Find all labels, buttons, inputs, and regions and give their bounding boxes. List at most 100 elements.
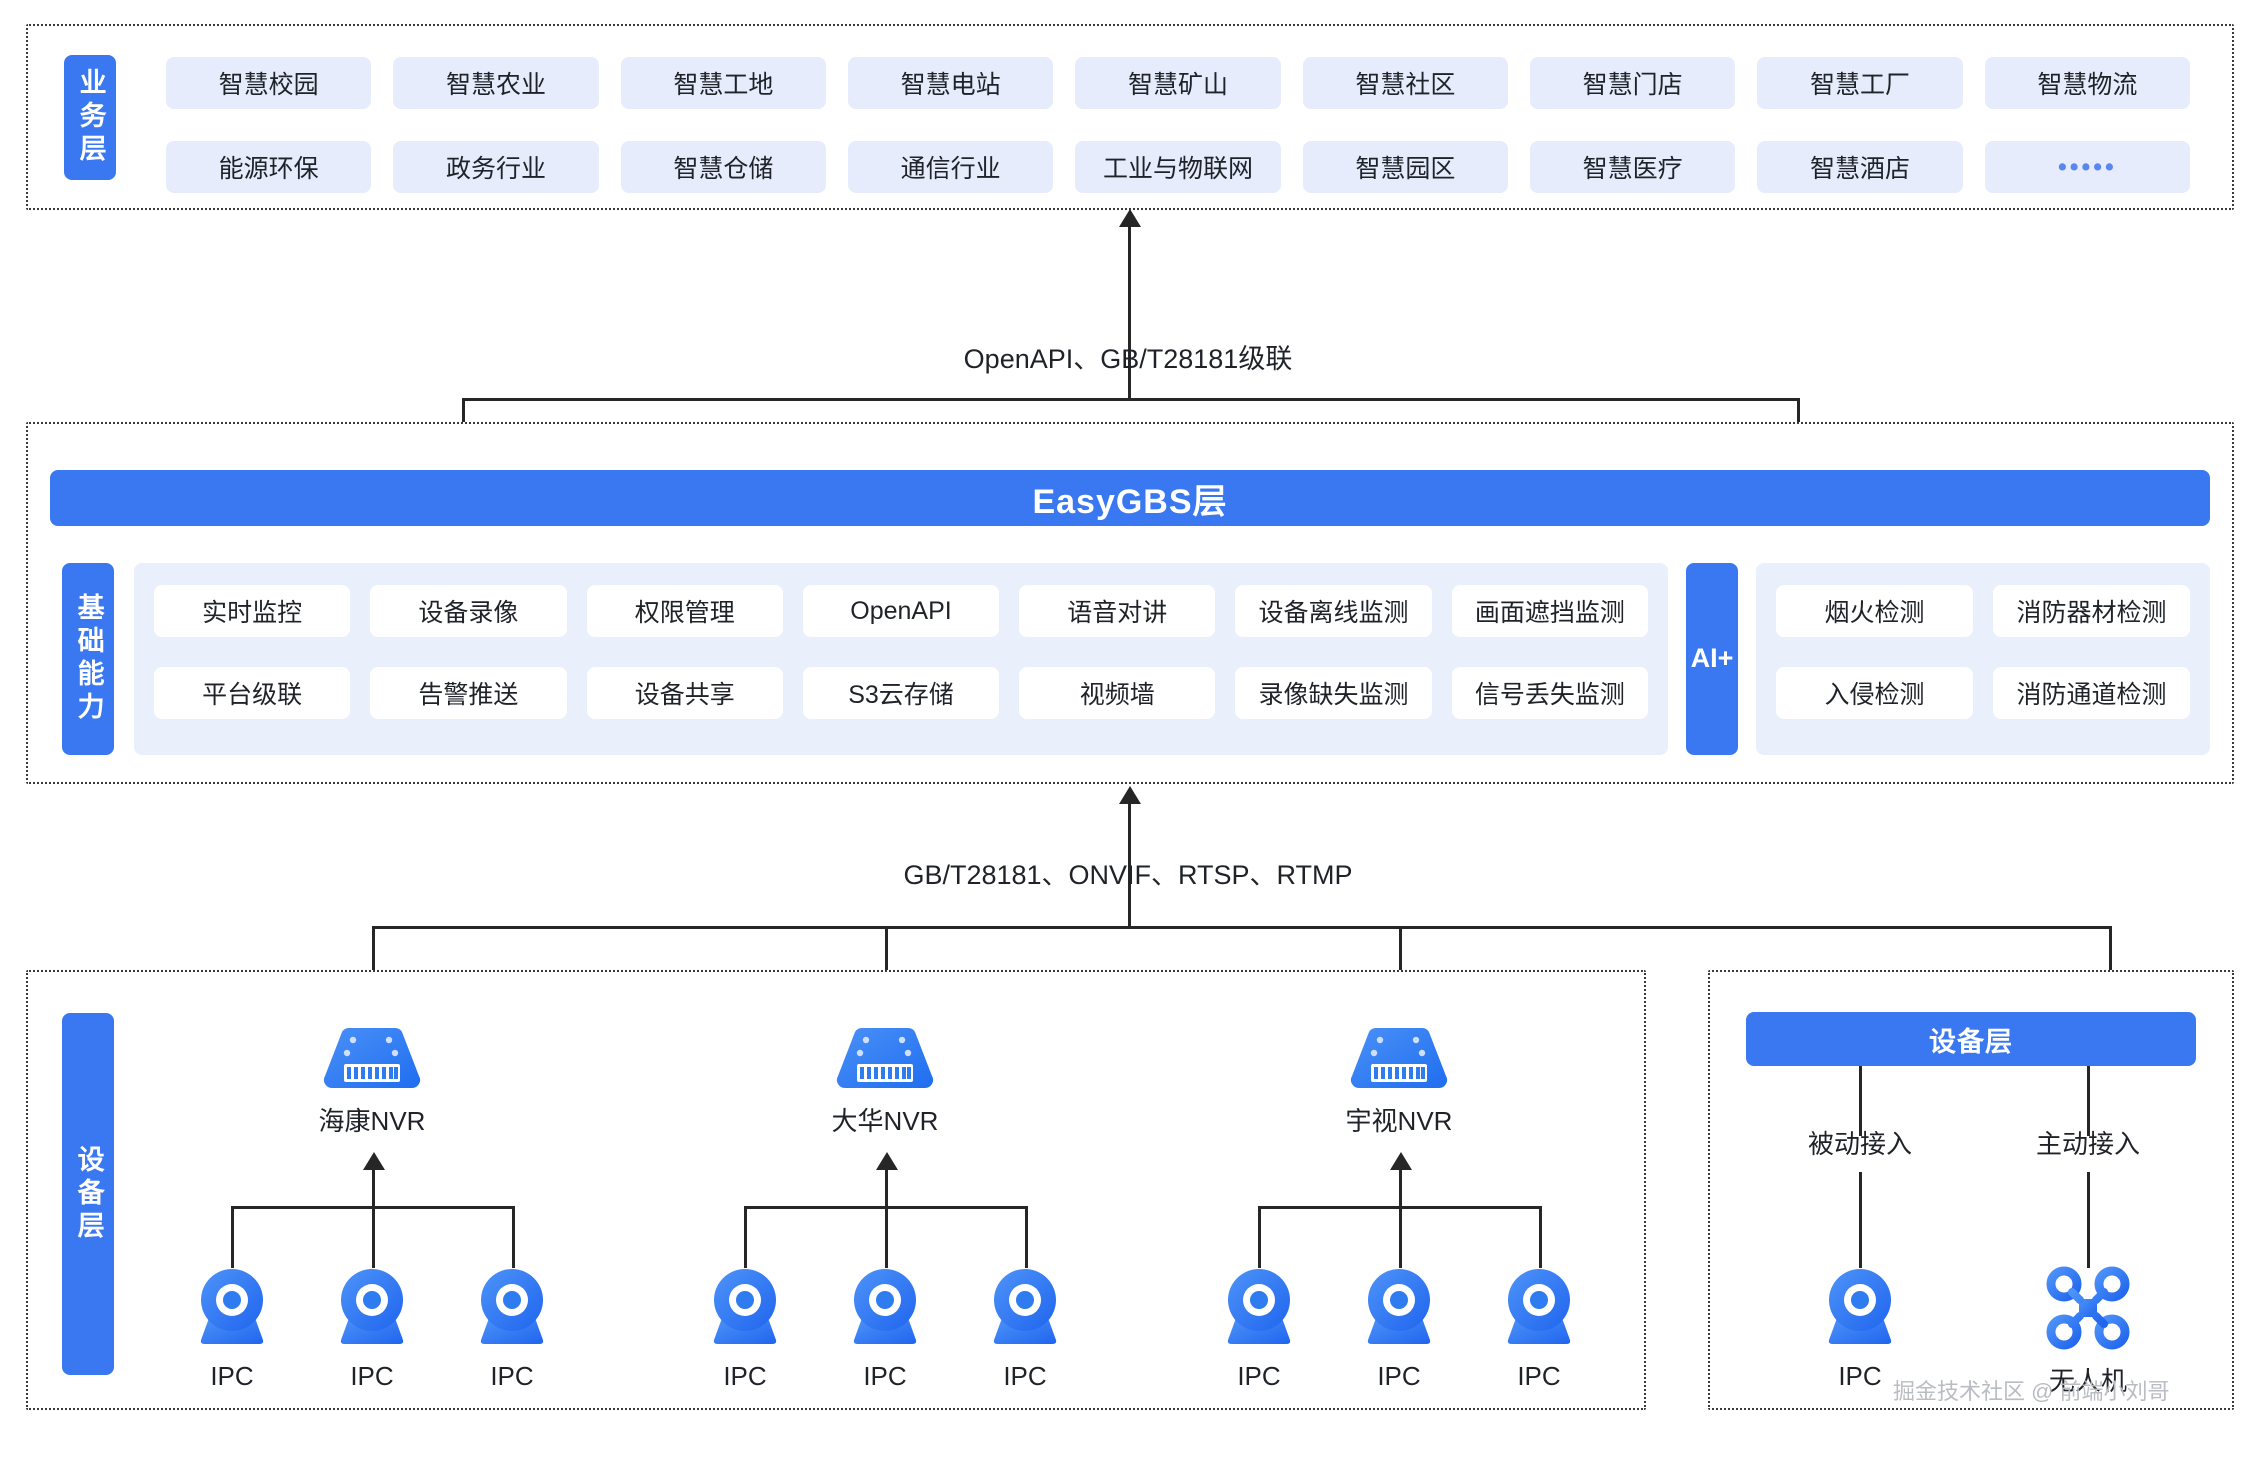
device-layer-right-bar: 设备层 (1746, 1012, 2196, 1066)
ipc-label: IPC (1838, 1361, 1882, 1391)
business-item[interactable]: 智慧校园 (166, 57, 372, 109)
business-item[interactable]: 智慧物流 (1984, 57, 2190, 109)
ai-item[interactable]: 消防器材检测 (1993, 585, 2190, 637)
business-item[interactable]: 能源环保 (166, 141, 372, 193)
capability-item[interactable]: 权限管理 (586, 585, 783, 637)
bottom-connector-bus (372, 926, 2112, 929)
business-item[interactable]: 智慧酒店 (1757, 141, 1963, 193)
top-connector-bus (462, 398, 1800, 401)
business-item[interactable]: 智慧门店 (1529, 57, 1736, 109)
ipc-node[interactable]: IPC (956, 1266, 1094, 1392)
business-item[interactable]: 通信行业 (847, 141, 1054, 193)
camera-icon (1227, 1269, 1291, 1344)
ipc-node[interactable]: IPC (1190, 1266, 1328, 1392)
ai-plus-label-text: AI+ (1690, 643, 1734, 674)
capability-item[interactable]: 信号丢失监测 (1451, 667, 1648, 719)
ipc-label: IPC (490, 1361, 534, 1391)
nvr3-stem (1399, 1168, 1402, 1208)
business-item[interactable]: 政务行业 (393, 141, 599, 193)
bottom-connector-arrowhead (1119, 786, 1141, 804)
drone-label: 无人机 (2048, 1366, 2127, 1396)
ai-item[interactable]: 消防通道检测 (1993, 667, 2190, 719)
ipc-node[interactable]: IPC (163, 1266, 301, 1392)
nvr-node[interactable]: 海康NVR (297, 1024, 447, 1138)
nvr-label: 海康NVR (318, 1106, 426, 1136)
ipc-node[interactable]: IPC (676, 1266, 814, 1392)
nvr1-arrowhead (363, 1152, 385, 1170)
access-label-active: 主动接入 (2035, 1129, 2140, 1159)
nvr2-stem (885, 1168, 888, 1208)
business-item[interactable]: 智慧工地 (620, 57, 826, 109)
nvr-icon (836, 1027, 934, 1089)
business-layer-label-text: 业务层 (75, 68, 106, 167)
camera-icon (1828, 1269, 1892, 1344)
ipc-label: IPC (1517, 1361, 1561, 1391)
ai-grid-panel: 烟火检测 消防器材检测 入侵检测 消防通道检测 (1756, 563, 2210, 755)
business-item[interactable]: 智慧工厂 (1757, 57, 1963, 109)
top-connector-arrowhead (1119, 209, 1141, 227)
business-item[interactable]: 智慧医疗 (1529, 141, 1736, 193)
nvr1-leg-2 (372, 1206, 375, 1268)
right-branch-leg-active (2087, 1172, 2090, 1268)
business-item[interactable]: 智慧农业 (393, 57, 599, 109)
ipc-node[interactable]: IPC (303, 1266, 441, 1392)
business-item[interactable]: 智慧园区 (1302, 141, 1508, 193)
ai-plus-label: AI+ (1686, 563, 1738, 755)
camera-icon (200, 1269, 264, 1344)
device-layer-left-label-text: 设备层 (73, 1144, 104, 1244)
capability-item[interactable]: 告警推送 (370, 667, 567, 719)
capability-layer-label-text: 基础能力 (73, 593, 104, 725)
nvr3-arrowhead (1390, 1152, 1412, 1170)
capability-item[interactable]: 录像缺失监测 (1235, 667, 1432, 719)
capability-item[interactable]: 设备共享 (586, 667, 783, 719)
right-branch-stem-active (2087, 1066, 2090, 1136)
ai-item[interactable]: 烟火检测 (1776, 585, 1973, 637)
ipc-label: IPC (210, 1361, 254, 1391)
camera-icon (340, 1269, 404, 1344)
business-item[interactable]: 智慧社区 (1302, 57, 1508, 109)
capability-item[interactable]: 设备录像 (370, 585, 567, 637)
drone-icon (2046, 1266, 2130, 1350)
business-item[interactable]: 智慧矿山 (1075, 57, 1281, 109)
nvr2-leg-2 (885, 1206, 888, 1268)
business-item[interactable]: 工业与物联网 (1075, 141, 1281, 193)
camera-icon (1507, 1269, 1571, 1344)
capability-item[interactable]: 视频墙 (1019, 667, 1216, 719)
nvr-node[interactable]: 大华NVR (810, 1024, 960, 1138)
drone-node[interactable]: 无人机 (2019, 1266, 2157, 1398)
capability-item[interactable]: 设备离线监测 (1235, 585, 1432, 637)
ipc-label: IPC (863, 1361, 907, 1391)
ipc-node-right[interactable]: IPC (1791, 1266, 1929, 1392)
capability-item[interactable]: 画面遮挡监测 (1451, 585, 1648, 637)
nvr3-leg-1 (1258, 1206, 1261, 1268)
ipc-label: IPC (1377, 1361, 1421, 1391)
capability-item[interactable]: 语音对讲 (1019, 585, 1216, 637)
business-layer-label: 业务层 (64, 55, 116, 180)
ipc-node[interactable]: IPC (1470, 1266, 1608, 1392)
ipc-node[interactable]: IPC (816, 1266, 954, 1392)
nvr1-stem (372, 1168, 375, 1208)
nvr-icon (1350, 1027, 1448, 1089)
nvr-node[interactable]: 宇视NVR (1324, 1024, 1474, 1138)
capability-item[interactable]: S3云存储 (802, 667, 1000, 719)
business-item[interactable]: 智慧仓储 (620, 141, 826, 193)
camera-icon (480, 1269, 544, 1344)
ai-item[interactable]: 入侵检测 (1776, 667, 1973, 719)
nvr1-leg-3 (512, 1206, 515, 1268)
nvr2-leg-3 (1025, 1206, 1028, 1268)
nvr3-leg-2 (1399, 1206, 1402, 1268)
bottom-connector-stem (1128, 802, 1131, 928)
business-item-ellipsis[interactable]: ••••• (1984, 141, 2190, 193)
ipc-node[interactable]: IPC (1330, 1266, 1468, 1392)
business-item[interactable]: 智慧电站 (847, 57, 1054, 109)
device-layer-left-label: 设备层 (62, 1013, 114, 1375)
camera-icon (713, 1269, 777, 1344)
nvr-label: 宇视NVR (1345, 1106, 1453, 1136)
ipc-label: IPC (1003, 1361, 1047, 1391)
capability-item[interactable]: 实时监控 (154, 585, 351, 637)
capability-item[interactable]: 平台级联 (154, 667, 351, 719)
capability-item[interactable]: OpenAPI (802, 585, 1000, 637)
top-connector-label: OpenAPI、GB/T28181级联 (963, 344, 1293, 374)
ipc-node[interactable]: IPC (443, 1266, 581, 1392)
